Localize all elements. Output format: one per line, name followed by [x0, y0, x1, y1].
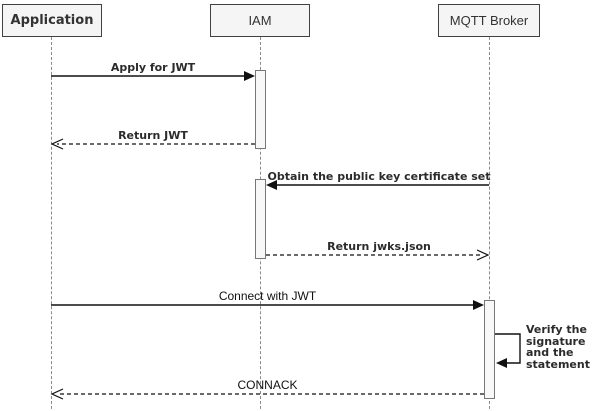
arrow-verify-self-loop	[495, 333, 521, 364]
actor-application: Application	[2, 4, 102, 37]
actor-application-label: Application	[10, 13, 94, 28]
activation-bar-iam-2	[255, 179, 266, 259]
actor-mqtt-broker-label: MQTT Broker	[449, 13, 529, 28]
actor-iam-label: IAM	[248, 13, 272, 28]
message-label-apply-for-jwt: Apply for JWT	[110, 61, 196, 74]
lifeline-application	[51, 37, 52, 409]
activation-bar-iam-1	[255, 70, 266, 149]
message-label-return-jwks: Return jwks.json	[327, 240, 431, 253]
message-label-connect-with-jwt: Connect with JWT	[218, 289, 317, 303]
message-label-connack: CONNACK	[237, 378, 298, 392]
message-label-verify-signature: Verify the signature and the statement	[526, 323, 590, 371]
lifeline-mqtt-broker	[489, 37, 490, 409]
activation-bar-mqtt-broker	[484, 300, 495, 399]
message-label-return-jwt: Return JWT	[118, 129, 188, 142]
actor-iam: IAM	[210, 4, 310, 37]
actor-mqtt-broker: MQTT Broker	[438, 4, 540, 37]
arrowhead-verify-self-loop	[496, 358, 507, 368]
message-label-obtain-certificate: Obtain the public key certificate set	[267, 170, 491, 183]
